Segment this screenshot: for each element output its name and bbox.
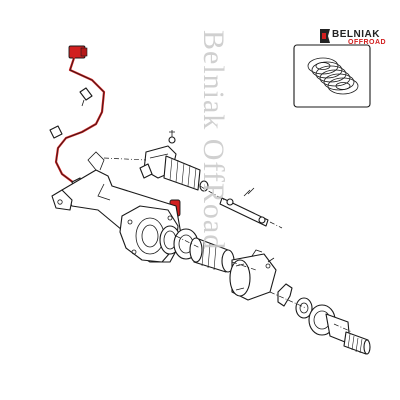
logo-mark-icon bbox=[320, 29, 330, 43]
hub-spindle bbox=[189, 237, 235, 273]
locking-hub bbox=[229, 249, 277, 301]
leader-lines bbox=[103, 157, 353, 333]
coil-spring-stack-icon bbox=[307, 57, 359, 95]
logo-name: BELNIAK bbox=[332, 29, 380, 40]
inner-shaft bbox=[219, 187, 269, 227]
logo-sub: OFFROAD bbox=[348, 39, 387, 46]
retaining-clip bbox=[277, 283, 293, 307]
boot-clamp bbox=[199, 180, 209, 192]
axle-housing bbox=[51, 151, 183, 263]
brand-logo: BELNIAK OFFROAD bbox=[318, 26, 400, 48]
harness-clip-upper bbox=[79, 87, 93, 107]
inset-frame bbox=[293, 44, 371, 108]
spring-stack-inset bbox=[293, 44, 371, 108]
dust-boot bbox=[163, 155, 201, 191]
thrust-washer bbox=[295, 297, 313, 319]
harness-clip-mid bbox=[49, 125, 63, 139]
stub-axle bbox=[325, 313, 371, 355]
